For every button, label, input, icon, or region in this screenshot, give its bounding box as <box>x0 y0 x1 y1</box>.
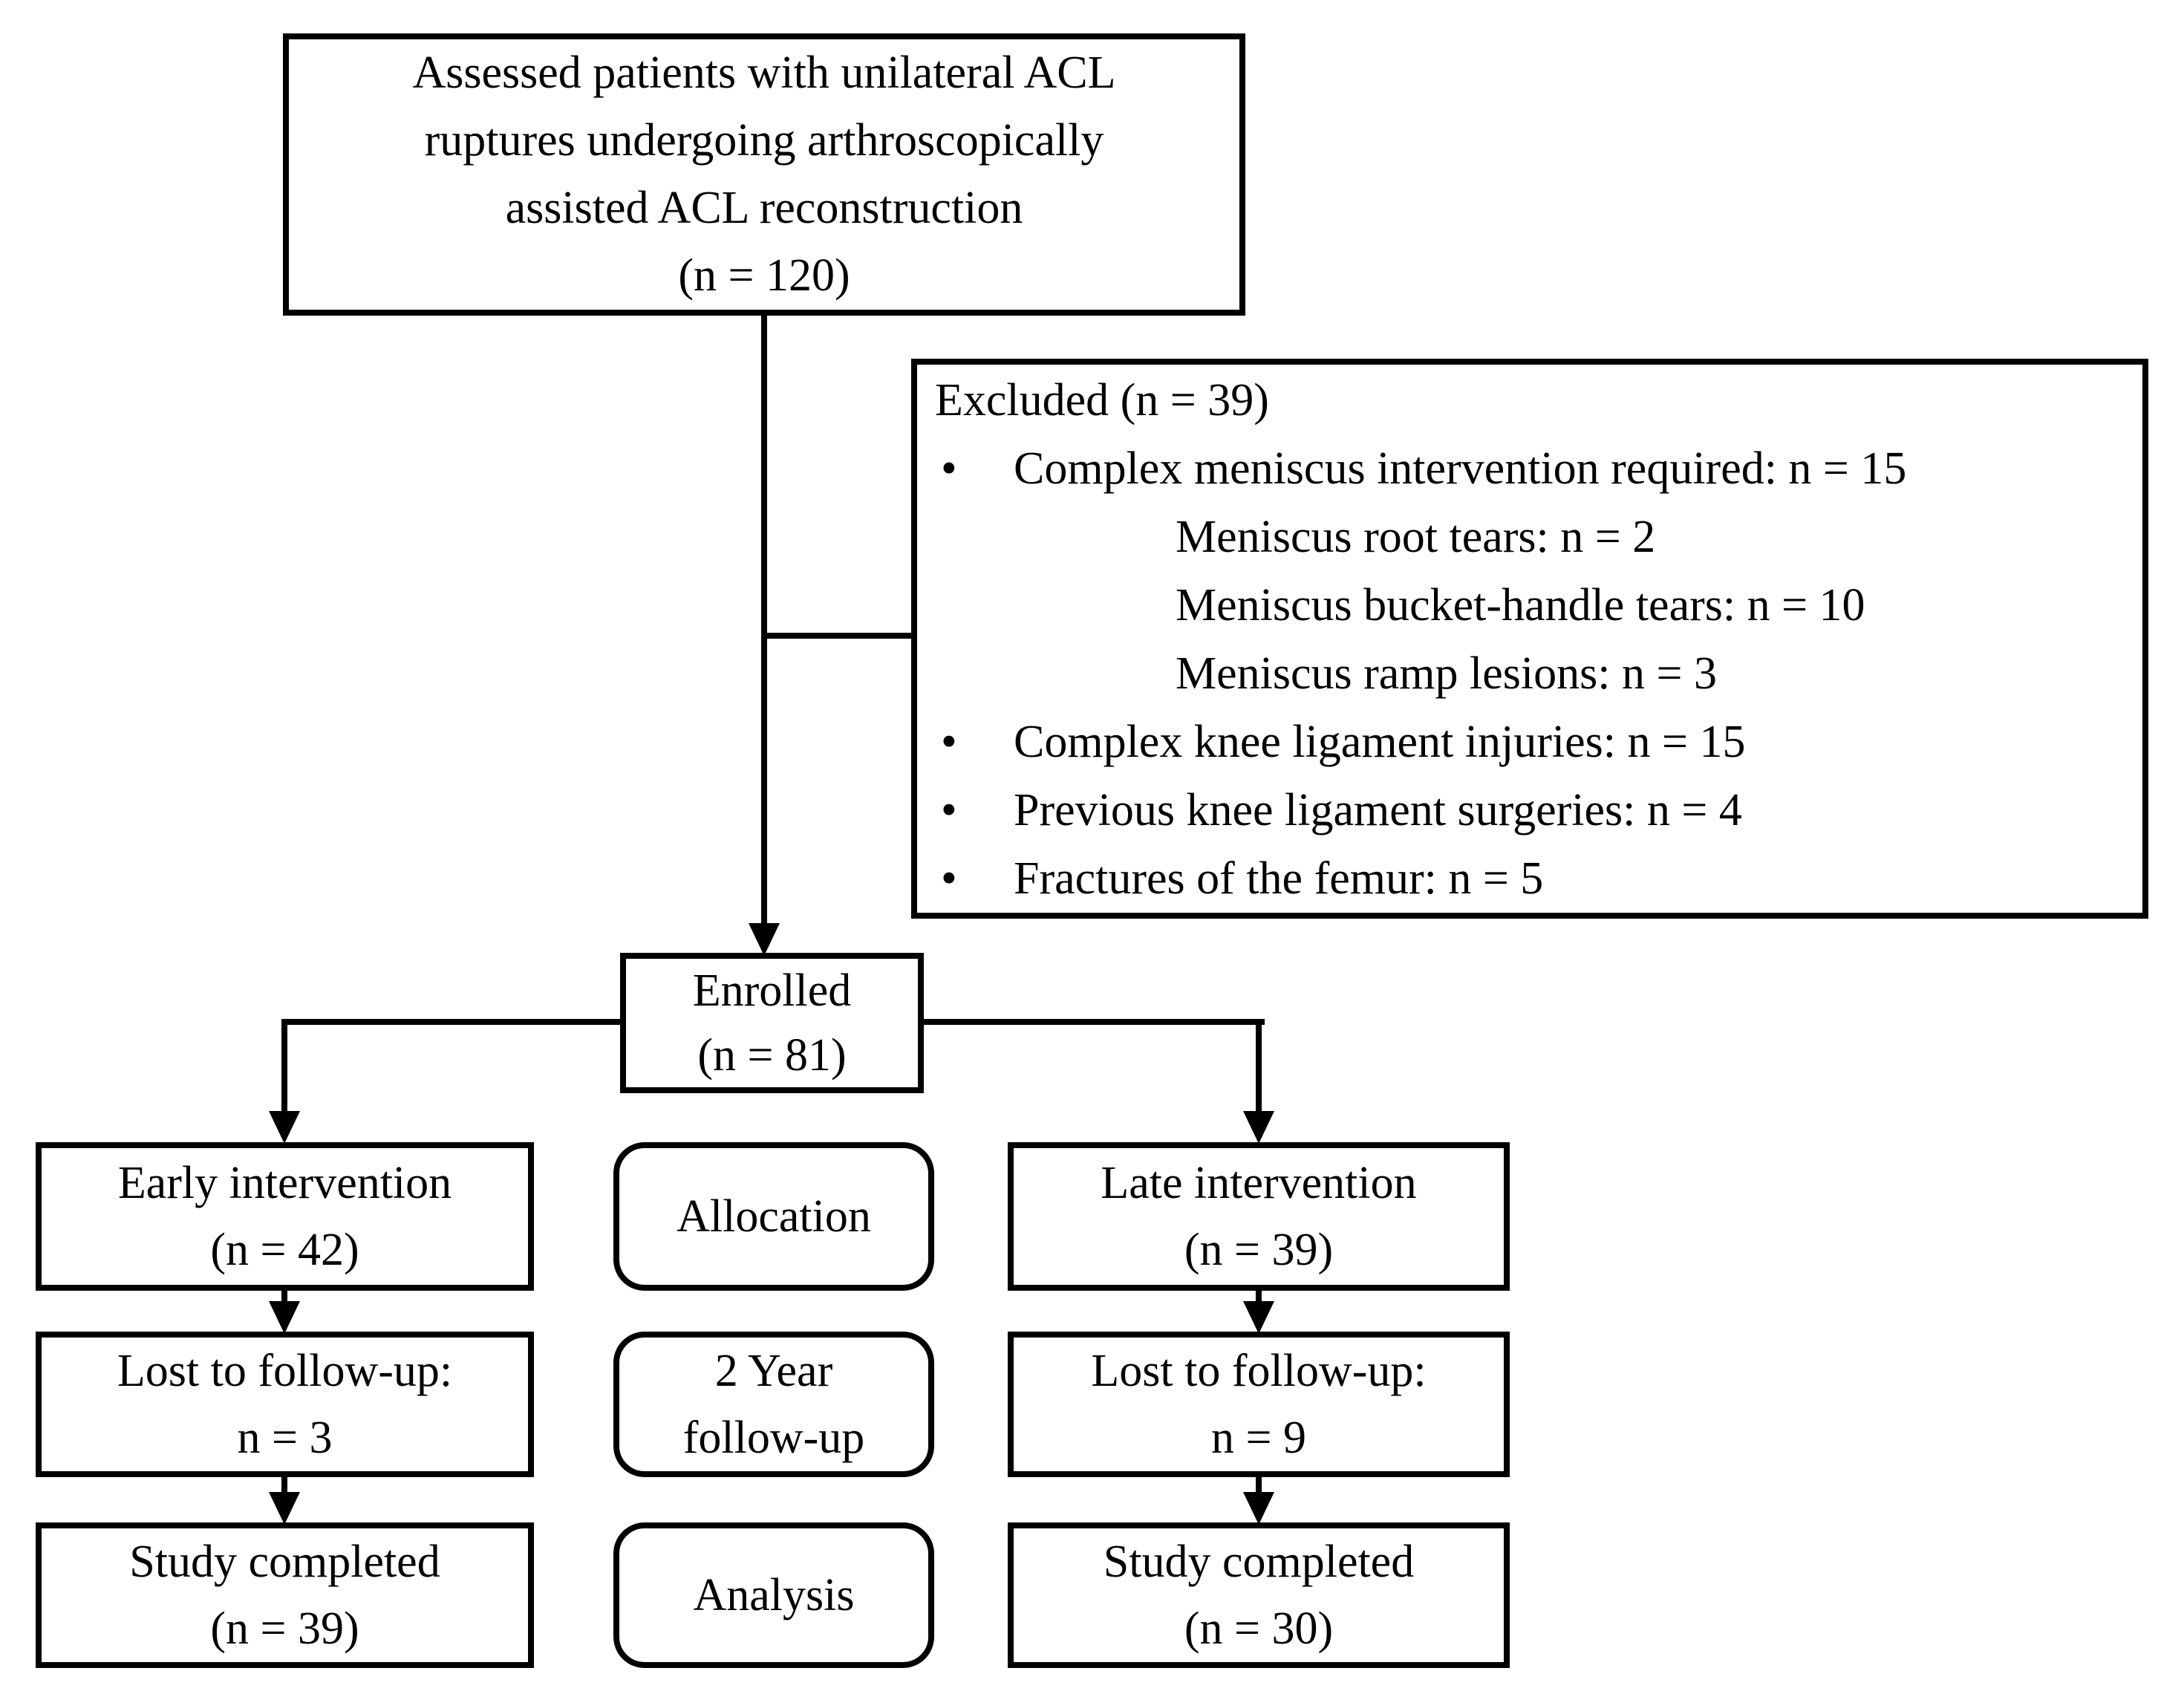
excluded-item-text: Meniscus root tears: n = 2 <box>1176 512 1656 562</box>
connector-late-to-lost <box>1256 1288 1262 1307</box>
connector-drop-right <box>1256 1019 1262 1115</box>
excluded-item: • Complex meniscus intervention required… <box>917 434 2142 503</box>
lost-followup-late-text-line: Lost to follow-up: <box>1091 1346 1427 1396</box>
arrowhead-lost-early-icon <box>269 1301 300 1334</box>
analysis-label: Analysis <box>693 1570 855 1620</box>
connector-enrolled-right <box>920 1019 1265 1025</box>
study-completed-late-box: Study completed (n = 30) <box>1008 1522 1510 1668</box>
connector-to-excluded <box>764 633 917 639</box>
study-completed-late-count: (n = 30) <box>1184 1603 1334 1654</box>
excluded-item-text: Complex knee ligament injuries: n = 15 <box>1014 717 1746 767</box>
excluded-subitem: Meniscus bucket-handle tears: n = 10 <box>917 571 2142 639</box>
analysis-stage-box: Analysis <box>613 1522 934 1668</box>
allocation-stage-box: Allocation <box>613 1142 934 1291</box>
enrolled-count: (n = 81) <box>697 1029 847 1081</box>
enrolled-box: Enrolled (n = 81) <box>620 953 924 1093</box>
arrowhead-enrolled-icon <box>749 923 780 956</box>
assessed-box: Assessed patients with unilateral ACL ru… <box>283 33 1245 316</box>
arrowhead-late-icon <box>1243 1111 1274 1144</box>
lost-followup-late-box: Lost to follow-up: n = 9 <box>1008 1332 1510 1477</box>
lost-followup-early-count: n = 3 <box>237 1413 333 1463</box>
arrowhead-early-icon <box>269 1111 300 1144</box>
lost-followup-late-count: n = 9 <box>1211 1413 1306 1463</box>
assessed-text-line: ruptures undergoing arthroscopically <box>424 115 1104 166</box>
allocation-label: Allocation <box>677 1191 871 1242</box>
excluded-title: Excluded (n = 39) <box>935 375 1269 426</box>
study-completed-early-count: (n = 39) <box>210 1603 359 1654</box>
excluded-item: • Fractures of the femur: n = 5 <box>917 844 2142 913</box>
followup-stage-text-line: follow-up <box>682 1413 865 1463</box>
excluded-item-text: Meniscus ramp lesions: n = 3 <box>1176 648 1717 699</box>
excluded-item-text: Fractures of the femur: n = 5 <box>1014 853 1544 904</box>
late-intervention-box: Late intervention (n = 39) <box>1008 1142 1510 1291</box>
late-intervention-count: (n = 39) <box>1184 1225 1334 1275</box>
connector-lost-to-completed-early <box>281 1474 287 1498</box>
arrowhead-completed-late-icon <box>1243 1492 1274 1525</box>
excluded-item: • Complex knee ligament injuries: n = 15 <box>917 708 2142 776</box>
excluded-subitem: Meniscus root tears: n = 2 <box>917 503 2142 571</box>
lost-followup-early-text-line: Lost to follow-up: <box>117 1346 453 1396</box>
excluded-item-text: Complex meniscus intervention required: … <box>1014 443 1907 494</box>
excluded-item-text: Meniscus bucket-handle tears: n = 10 <box>1176 580 1865 631</box>
arrowhead-completed-early-icon <box>269 1492 300 1525</box>
excluded-subitem: Meniscus ramp lesions: n = 3 <box>917 639 2142 708</box>
enrolled-text-line: Enrolled <box>692 965 852 1016</box>
study-completed-early-text-line: Study completed <box>129 1537 440 1587</box>
arrowhead-lost-late-icon <box>1243 1301 1274 1334</box>
followup-stage-text-line: 2 Year <box>714 1346 833 1396</box>
connector-lost-to-completed-late <box>1256 1474 1262 1498</box>
excluded-box: Excluded (n = 39) • Complex meniscus int… <box>911 359 2148 919</box>
early-intervention-count: (n = 42) <box>210 1225 359 1275</box>
excluded-item: • Previous knee ligament surgeries: n = … <box>917 776 2142 844</box>
followup-stage-box: 2 Year follow-up <box>613 1332 934 1477</box>
early-intervention-text-line: Early intervention <box>117 1158 452 1208</box>
assessed-count: (n = 120) <box>678 250 850 301</box>
bullet-icon: • <box>941 717 957 767</box>
study-completed-late-text-line: Study completed <box>1103 1537 1415 1587</box>
assessed-text-line: Assessed patients with unilateral ACL <box>412 48 1116 98</box>
excluded-item-text: Previous knee ligament surgeries: n = 4 <box>1014 785 1742 835</box>
bullet-icon: • <box>941 853 957 904</box>
connector-enrolled-left <box>281 1019 626 1025</box>
assessed-text-line: assisted ACL reconstruction <box>505 183 1023 233</box>
late-intervention-text-line: Late intervention <box>1101 1158 1417 1208</box>
lost-followup-early-box: Lost to follow-up: n = 3 <box>36 1332 534 1477</box>
bullet-icon: • <box>941 443 957 494</box>
bullet-icon: • <box>941 785 957 835</box>
early-intervention-box: Early intervention (n = 42) <box>36 1142 534 1291</box>
connector-assessed-to-enrolled <box>761 310 767 926</box>
connector-early-to-lost <box>281 1288 287 1307</box>
connector-drop-left <box>281 1019 287 1115</box>
study-completed-early-box: Study completed (n = 39) <box>36 1522 534 1668</box>
